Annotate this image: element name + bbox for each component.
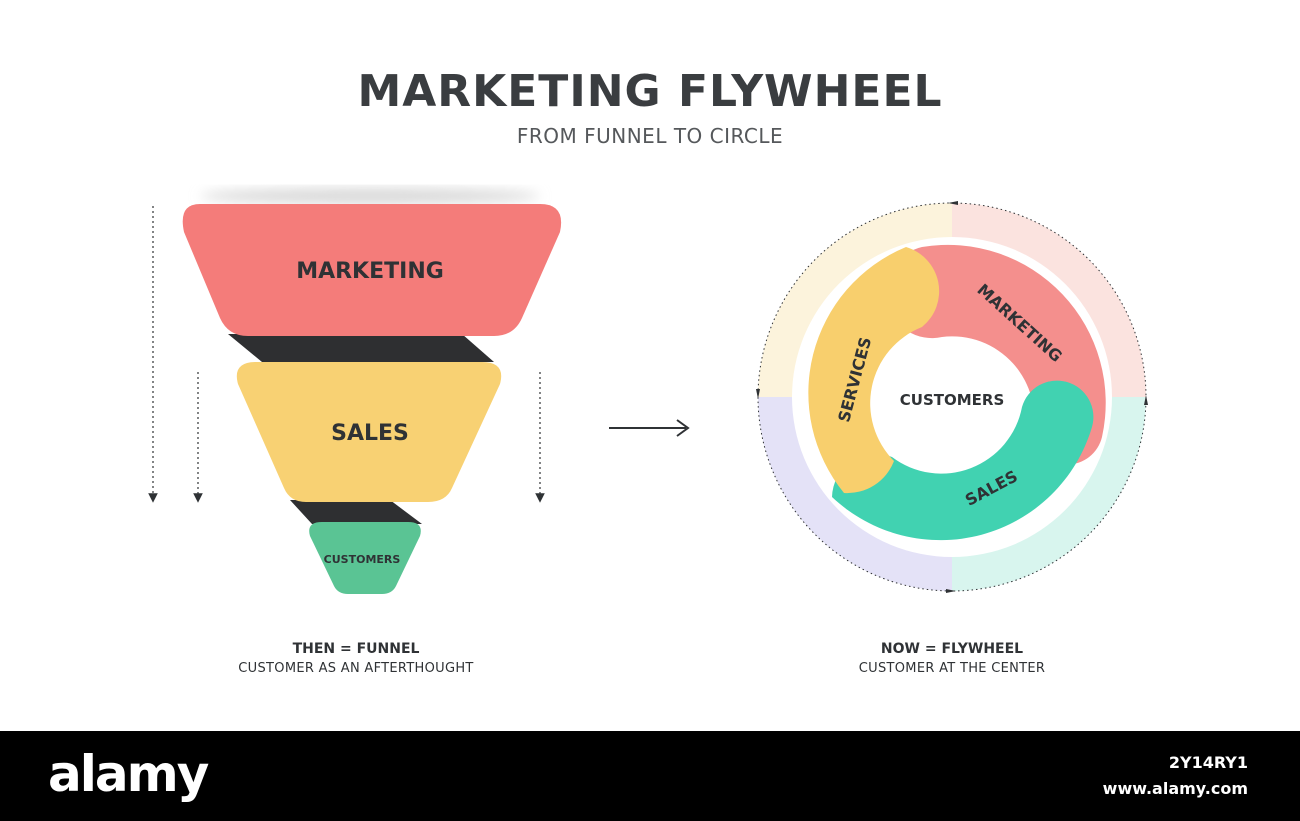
funnel-caption-heading: THEN = FUNNEL [292,641,420,657]
funnel-shadow [200,188,540,204]
funnel-stage-customers [309,522,421,594]
page-title: MARKETING FLYWHEEL [357,66,943,117]
ring-arrow-left-icon [756,389,760,399]
flywheel-center-circle [892,337,1012,457]
flywheel-center-label: CUSTOMERS [900,391,1005,409]
flywheel-segment-services [808,247,940,494]
ring-arrow-bottom-icon [946,589,956,593]
page-subtitle: FROM FUNNEL TO CIRCLE [516,124,784,148]
flywheel-caption-subtext: CUSTOMER AT THE CENTER [858,661,1046,676]
funnel-stage-marketing [182,204,562,336]
funnel-connector-1 [228,334,494,362]
watermark-site: www.alamy.com [1102,779,1248,798]
funnel-label-customers: CUSTOMERS [324,553,401,566]
funnel-label-marketing: MARKETING [296,259,444,284]
watermark-footer: alamy 2Y14RY1 www.alamy.com [0,731,1300,821]
funnel-caption-subtext: CUSTOMER AS AN AFTERTHOUGHT [238,661,474,676]
ring-arrow-right-icon [1144,395,1148,405]
flywheel-segment-sales [832,380,1094,541]
transition-arrow-icon [609,419,690,437]
watermark-image-code: 2Y14RY1 [1168,753,1248,772]
watermark-logo: alamy [48,745,209,803]
funnel-connector-2 [290,500,422,524]
ring-arrow-top-icon [948,201,958,205]
diagram-svg: MARKETING SALES CUSTOMERS [148,188,1148,594]
flywheel-caption-heading: NOW = FLYWHEEL [880,641,1024,657]
flywheel-diagram: CUSTOMERS MARKETING SALES SERVICES [756,201,1148,593]
funnel-label-sales: SALES [331,421,409,446]
funnel-stage-sales [236,362,502,502]
funnel-diagram: MARKETING SALES CUSTOMERS [148,188,562,594]
